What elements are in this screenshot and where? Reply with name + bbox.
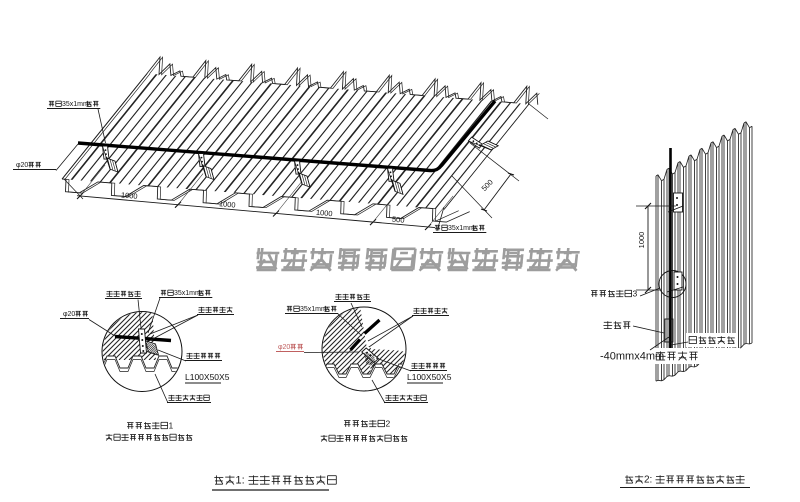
svg-text:-40mmx4mm: -40mmx4mm bbox=[600, 351, 664, 363]
svg-text:2: 2 bbox=[386, 418, 391, 428]
svg-text:1000: 1000 bbox=[121, 190, 138, 200]
svg-text:35x1mm: 35x1mm bbox=[448, 225, 475, 232]
svg-text:500: 500 bbox=[392, 215, 405, 225]
svg-text:L100X50X5: L100X50X5 bbox=[407, 372, 452, 382]
svg-text:3: 3 bbox=[633, 288, 638, 298]
svg-text:1: 1 bbox=[169, 420, 174, 430]
svg-text:φ20: φ20 bbox=[278, 344, 290, 351]
svg-text:35x1mm: 35x1mm bbox=[174, 290, 201, 297]
svg-text:2:: 2: bbox=[644, 475, 652, 486]
svg-text:1000: 1000 bbox=[219, 199, 236, 209]
svg-text:φ20: φ20 bbox=[63, 311, 75, 318]
svg-text:L100X50X5: L100X50X5 bbox=[185, 372, 230, 382]
svg-text:35x1mm: 35x1mm bbox=[62, 101, 89, 108]
svg-text:1000: 1000 bbox=[316, 208, 333, 218]
svg-text:1:: 1: bbox=[235, 475, 244, 487]
svg-text:φ20: φ20 bbox=[16, 162, 28, 169]
svg-text:35x1mm: 35x1mm bbox=[300, 306, 327, 313]
svg-text:1000: 1000 bbox=[637, 232, 646, 249]
